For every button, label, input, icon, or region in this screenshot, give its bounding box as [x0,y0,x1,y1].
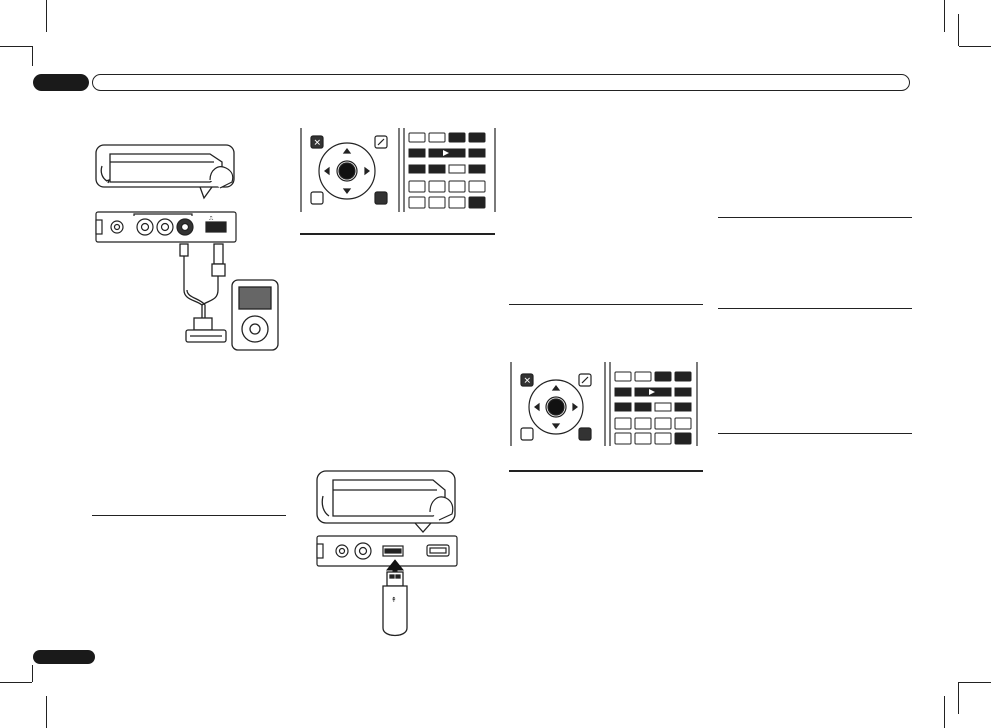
section-rule [92,515,286,516]
input-panel: ⎍ [95,211,237,243]
usb-connection-diagram: ↟ [316,470,458,637]
remote-control-navigation-1: ✕ [300,128,496,212]
ipod-device [231,279,279,351]
usb-icon: ⎍ [209,215,214,222]
finger-icon [429,496,454,521]
chapter-title-bar [92,74,910,91]
section-rule [300,233,495,235]
usb-flash-drive: ↟ [382,571,408,637]
finger-icon [209,166,234,189]
usb-icon: ↟ [391,596,397,604]
play-icon [649,389,655,395]
remote-control-navigation-2: ✕ [510,362,698,446]
ipod-cable [179,243,227,343]
play-icon [443,150,449,156]
section-rule [509,470,703,472]
section-rule [718,308,912,309]
section-rule [509,304,703,305]
section-rule [718,217,912,218]
svg-text:✕: ✕ [524,377,532,387]
usb-input-panel [316,535,458,567]
svg-text:✕: ✕ [314,139,322,149]
ipod-connection-diagram: ⎍ [95,144,279,351]
section-rule [718,433,912,434]
chapter-tab [33,74,89,91]
page-number-tab [33,650,95,664]
